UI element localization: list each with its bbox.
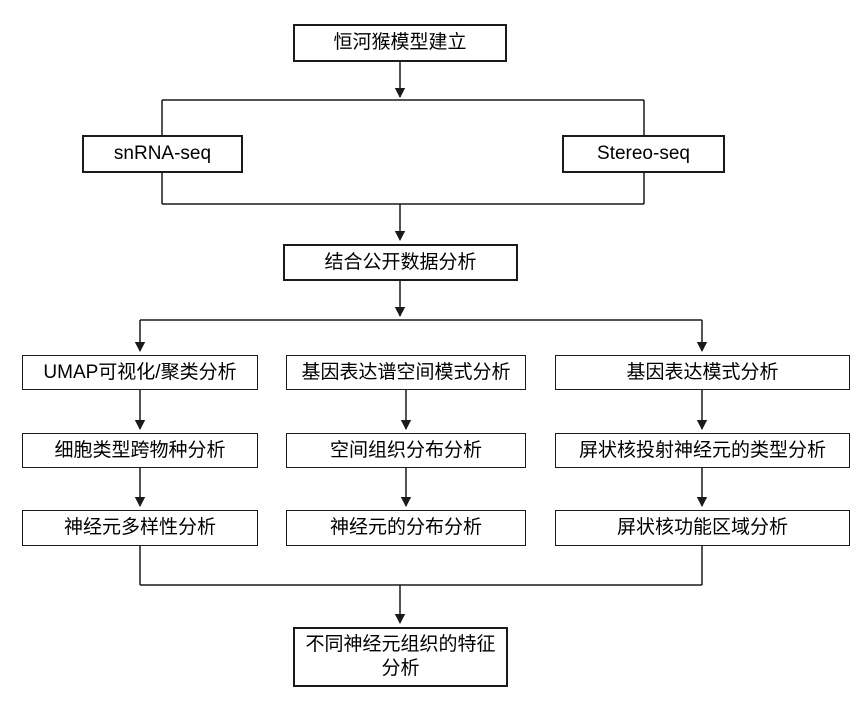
flow-node-claustrum-functional-region: 屏状核功能区域分析 bbox=[555, 510, 850, 546]
flow-node-label: 细胞类型跨物种分析 bbox=[54, 439, 226, 461]
flow-node-label: 基因表达模式分析 bbox=[626, 361, 779, 383]
flow-node-neuron-diversity: 神经元多样性分析 bbox=[22, 510, 258, 546]
flow-node-cell-type-cross-species: 细胞类型跨物种分析 bbox=[22, 433, 258, 468]
flow-node-umap-clustering: UMAP可视化/聚类分析 bbox=[22, 355, 258, 390]
flow-node-different-neuron-tissue-features: 不同神经元组织的特征分析 bbox=[293, 627, 508, 687]
flow-node-snrna-seq: snRNA-seq bbox=[82, 135, 243, 173]
flow-node-spatial-tissue-distribution: 空间组织分布分析 bbox=[286, 433, 526, 468]
flow-node-label: 结合公开数据分析 bbox=[324, 251, 477, 273]
flow-node-label: 基因表达谱空间模式分析 bbox=[301, 361, 511, 383]
flow-node-label: snRNA-seq bbox=[113, 143, 212, 165]
flow-node-label: 恒河猴模型建立 bbox=[333, 32, 467, 54]
flow-node-gene-expression-spatial-pattern: 基因表达谱空间模式分析 bbox=[286, 355, 526, 390]
flow-node-label: 神经元的分布分析 bbox=[329, 517, 482, 539]
flow-node-label: 屏状核功能区域分析 bbox=[616, 517, 788, 539]
flow-node-neuron-distribution: 神经元的分布分析 bbox=[286, 510, 526, 546]
connector-seq-to-combine bbox=[161, 173, 645, 241]
flow-node-claustrum-projection-neuron-type: 屏状核投射神经元的类型分析 bbox=[555, 433, 850, 468]
flow-node-label: 空间组织分布分析 bbox=[329, 439, 482, 461]
flow-node-combine-public-data: 结合公开数据分析 bbox=[283, 244, 518, 281]
connector-row2-to-row3 bbox=[134, 468, 708, 507]
flow-node-label: Stereo-seq bbox=[597, 143, 690, 165]
flow-node-label: 屏状核投射神经元的类型分析 bbox=[578, 439, 826, 461]
flow-node-label: 神经元多样性分析 bbox=[63, 517, 216, 539]
flow-node-label: UMAP可视化/聚类分析 bbox=[43, 361, 237, 383]
flow-node-gene-expression-pattern: 基因表达模式分析 bbox=[555, 355, 850, 390]
connector-model-to-split bbox=[161, 62, 645, 135]
connector-columns-to-bottom bbox=[139, 546, 703, 624]
connector-combine-to-columns bbox=[134, 281, 708, 352]
connector-row1-to-row2 bbox=[134, 390, 708, 430]
flow-node-stereo-seq: Stereo-seq bbox=[562, 135, 725, 173]
flow-node-label: 不同神经元组织的特征分析 bbox=[305, 634, 496, 679]
flow-node-model-establishment: 恒河猴模型建立 bbox=[293, 24, 507, 62]
